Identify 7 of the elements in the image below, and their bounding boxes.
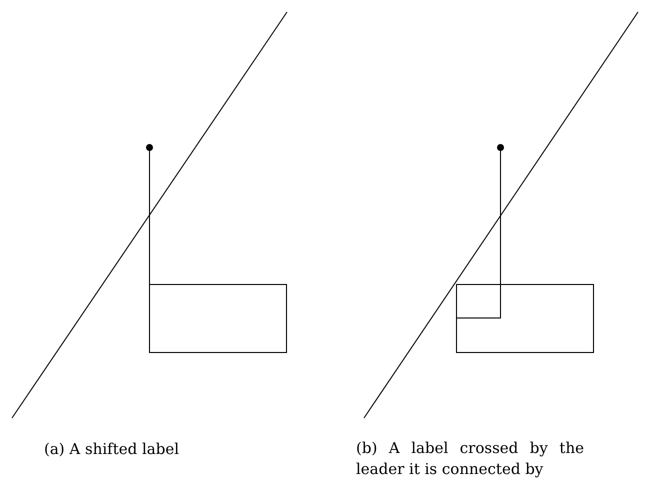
label-box <box>456 284 594 353</box>
subfigure-caption: (a) A shifted label <box>44 439 180 460</box>
subfigure-caption: (b) A label crossed by the leader it is connected by <box>356 438 584 480</box>
point-dot <box>497 144 504 151</box>
leader-line <box>456 150 501 318</box>
point-dot <box>146 144 153 151</box>
label-box <box>149 284 287 353</box>
